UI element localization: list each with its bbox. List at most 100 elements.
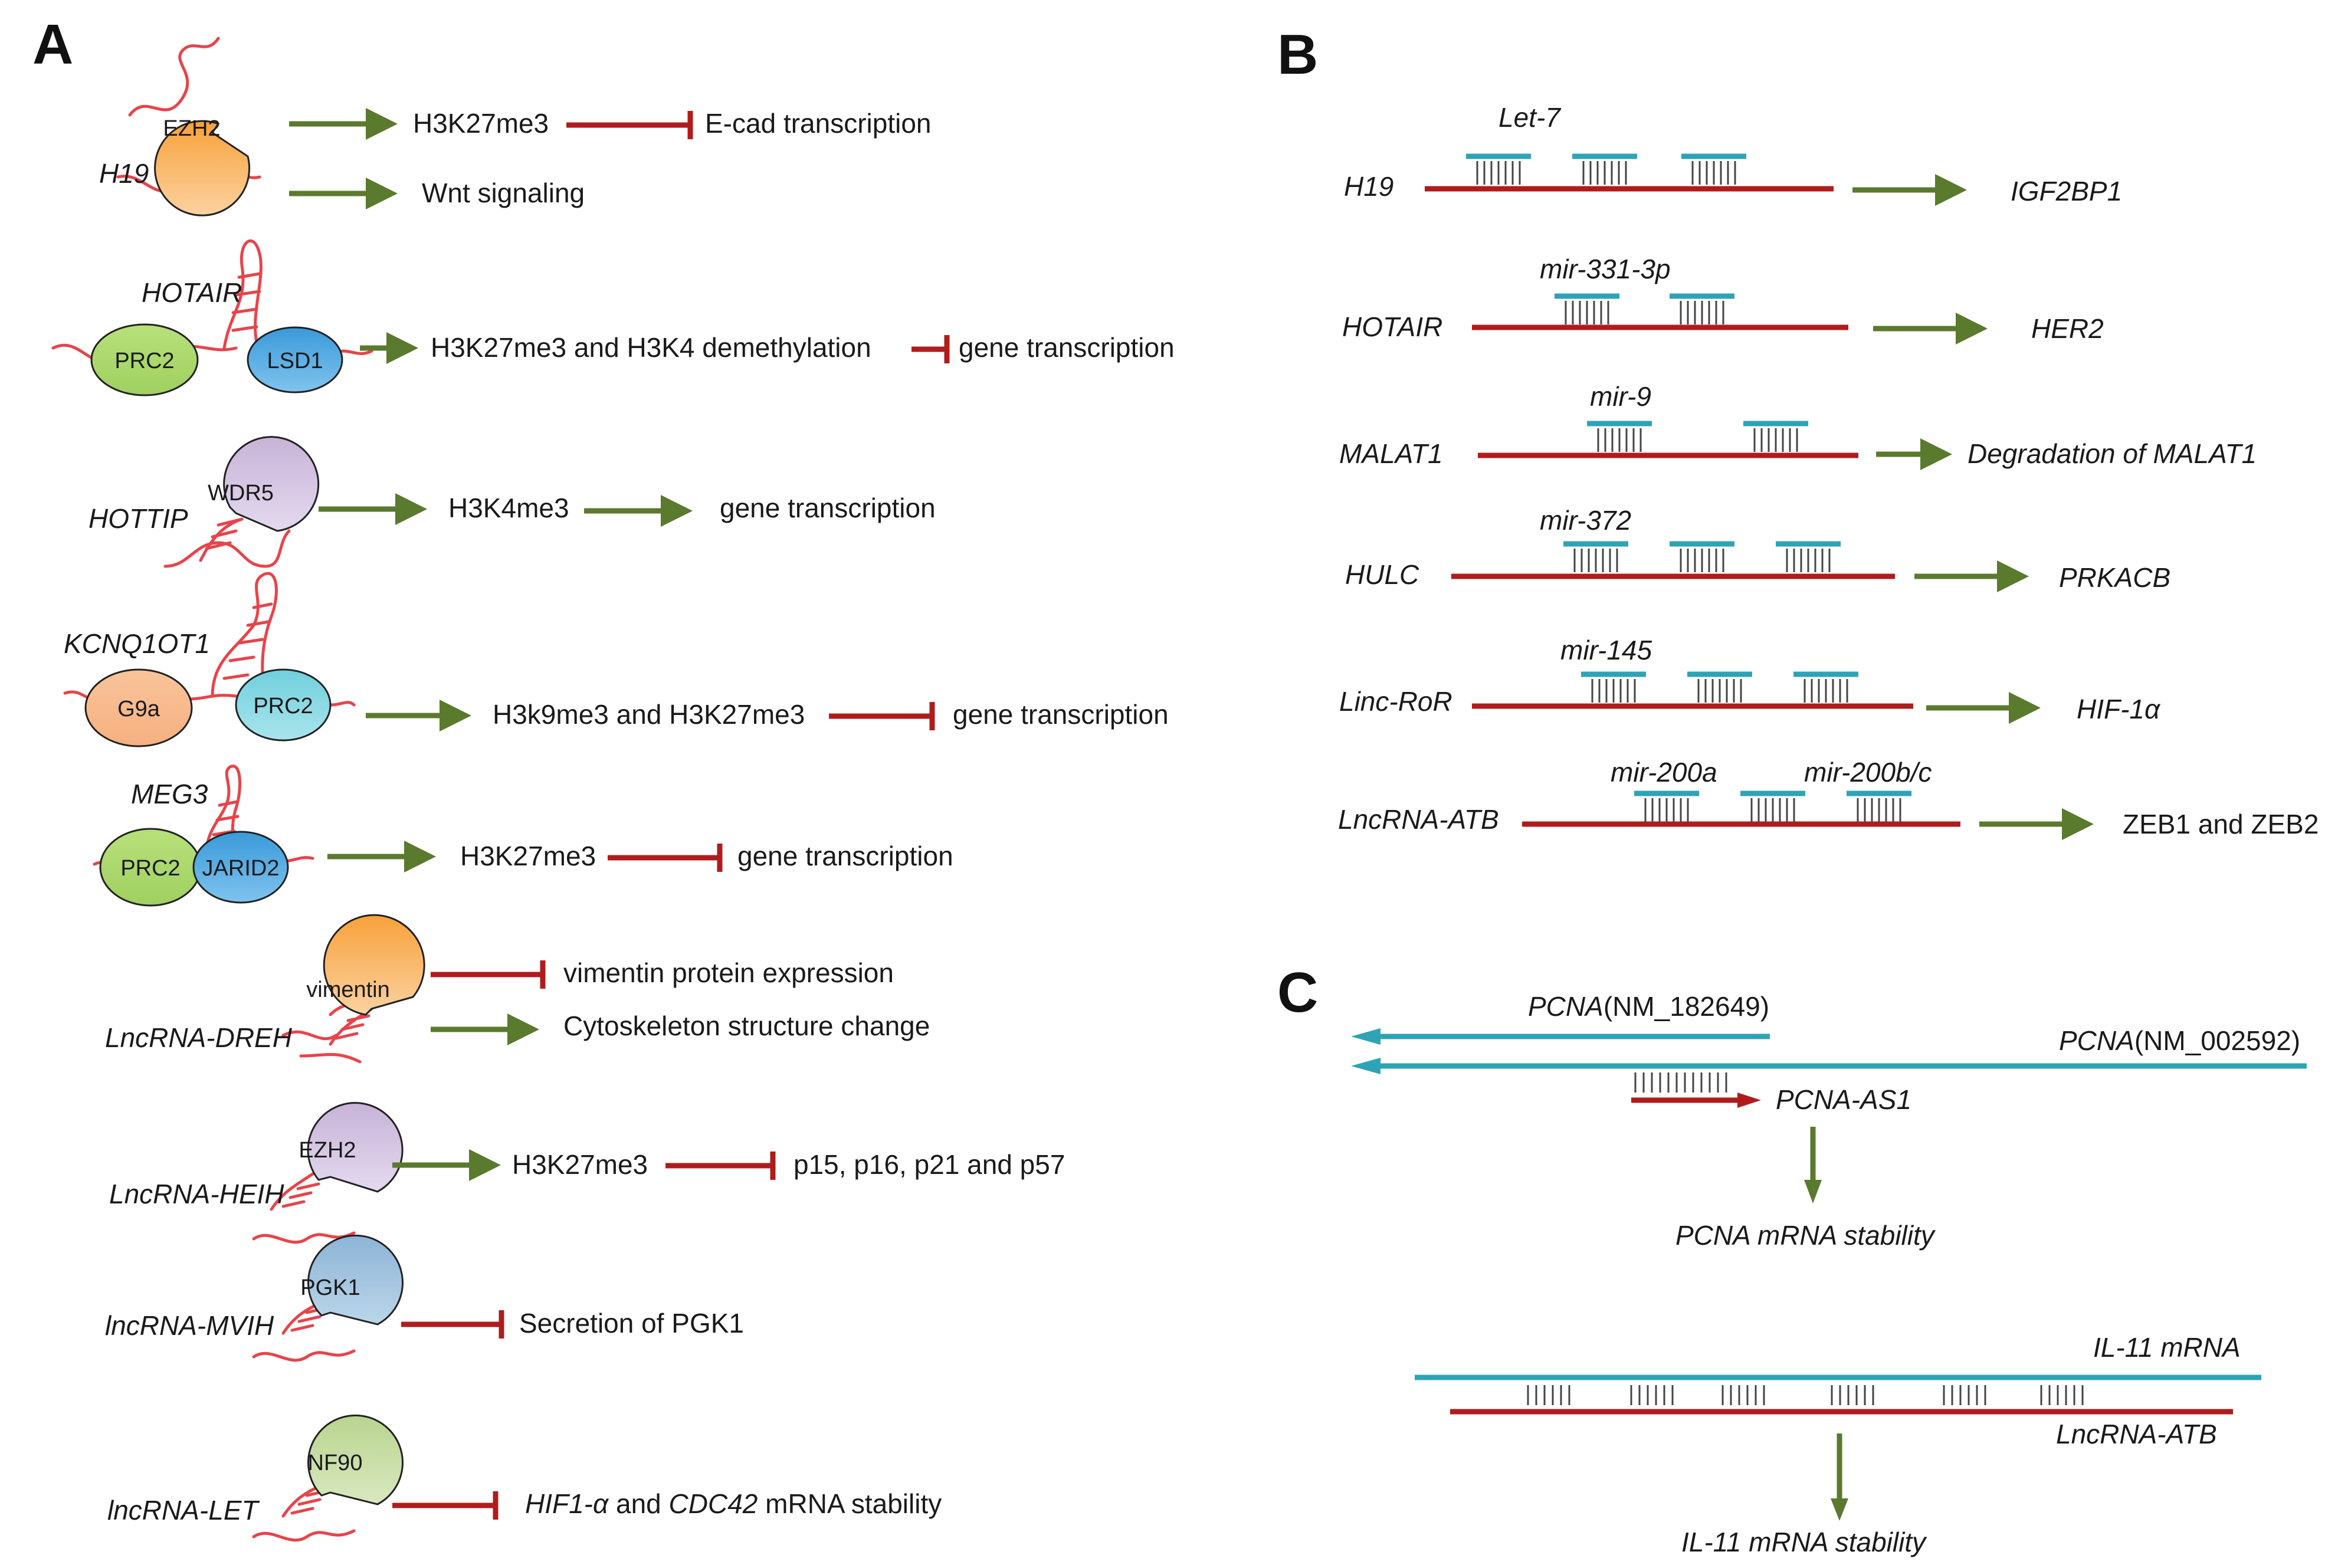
target-wnt: Wnt signaling [422,178,585,208]
target-h3k4me3: H3K4me3 [448,493,569,523]
b-lnc-lincror: Linc-RoR [1339,686,1452,717]
b-lnc-hotair: HOTAIR [1342,311,1442,342]
mirna-binding-site [1740,790,1805,822]
b-lnc-hulc: HULC [1345,559,1419,590]
b-row-hotair: HOTAIR mir-331-3p HER2 [1342,254,2104,345]
lsd1-protein-icon [247,326,343,393]
target-h3k9me3: H3k9me3 and H3K27me3 [493,699,805,730]
prc2-protein-icon [90,323,199,396]
mirna-binding-site [1847,790,1911,822]
protein-prc2-2: PRC2 [253,694,313,719]
protein-lsd1: LSD1 [267,349,323,373]
a-row-hotair: PRC2 LSD1 HOTAIR H3K27me3 and H3K4 demet… [51,239,1175,396]
b-target-her2: HER2 [2031,313,2104,344]
protein-pgk1: PGK1 [300,1275,360,1300]
b-target-zeb: ZEB1 and ZEB2 [2123,809,2319,839]
lnc-heih: LncRNA-HEIH [109,1179,284,1209]
lnc-mvih: lncRNA-MVIH [105,1310,274,1341]
c-atb-label: LncRNA-ATB [2056,1419,2217,1449]
c-pcna2-label: PCNA(NM_002592) [2059,1025,2300,1056]
mirna-binding-site [1743,421,1808,452]
protein-g9a: G9a [117,697,160,721]
lnc-meg3: MEG3 [131,779,208,809]
lnc-hotair: HOTAIR [142,277,242,308]
b-target-malat1-degradation: Degradation of MALAT1 [1968,438,2257,469]
c-result2: IL-11 mRNA stability [1681,1527,1927,1557]
nf90-protein-icon [307,1414,404,1505]
panel-label-b: B [1277,23,1318,86]
b-lnc-malat1: MALAT1 [1339,438,1443,469]
prc2-protein-icon-2 [235,668,332,742]
panel-label-c: C [1277,961,1318,1024]
mirna-binding-site [1776,541,1841,572]
b-lnc-atb: LncRNA-ATB [1338,804,1499,835]
b-lnc-h19: H19 [1344,171,1393,202]
target-h3k27me3-3: H3K27me3 [512,1149,648,1180]
protein-ezh2: EZH2 [163,116,220,141]
lnc-let: lncRNA-LET [107,1495,260,1526]
mirna-binding-site [1670,293,1734,324]
a-row-let: NF90 lncRNA-LET HIF1-α and CDC42 mRNA st… [107,1414,942,1542]
target-h3k27me3-1: H3K27me3 [413,108,549,139]
mirna-binding-site [1681,153,1746,185]
mirna-binding-site [1634,790,1699,822]
protein-vimentin: vimentin [306,977,390,1002]
lnc-dreh: LncRNA-DREH [105,1022,293,1053]
b-row-hulc: HULC mir-372 PRKACB [1345,505,2170,593]
mirna-binding-site [1670,541,1734,572]
protein-ezh2-2: EZH2 [299,1138,356,1163]
b-row-malat1: MALAT1 mir-9 Degradation of MALAT1 [1339,381,2257,470]
a-row-heih: EZH2 LncRNA-HEIH H3K27me3 p15, p16, p21 … [109,1102,1065,1244]
mirna-binding-site [1581,671,1646,703]
b-mir-372: mir-372 [1540,505,1631,536]
b-mir-145: mir-145 [1560,635,1652,665]
b-target-igf2bp1: IGF2BP1 [2011,176,2122,206]
b-mir-200bc: mir-200b/c [1804,757,1932,788]
target-gene-transcription-2: gene transcription [720,493,936,523]
b-target-hif1a: HIF-1α [2077,694,2161,724]
c-result1: PCNA mRNA stability [1675,1220,1936,1251]
b-row-lincror: Linc-RoR mir-145 HIF-1α [1339,635,2161,724]
mirna-binding-site [1793,671,1858,703]
c-pcna: PCNA(NM_182649) PCNA(NM_002592) PCNA-AS1… [1351,991,2307,1251]
panel-label-a: A [32,13,73,76]
lnc-h19: H19 [99,158,149,189]
b-mir-let7: Let-7 [1498,102,1561,133]
a-row-dreh: vimentin LncRNA-DREH vimentin protein ex… [105,914,930,1064]
b-mir-331: mir-331-3p [1540,254,1671,284]
protein-nf90: NF90 [308,1451,363,1475]
jarid2-protein-icon [192,831,289,904]
mirna-binding-site [1555,293,1619,324]
target-hif-cdc42: HIF1-α and CDC42 mRNA stability [525,1488,942,1519]
ezh2-protein-icon [154,120,251,216]
mirna-binding-site [1563,541,1628,572]
target-gene-transcription-4: gene transcription [737,841,953,871]
c-pcna-as1: PCNA-AS1 [1776,1084,1911,1115]
target-p15-p57: p15, p16, p21 and p57 [793,1149,1065,1180]
mirna-binding-site [1572,153,1637,185]
target-gene-transcription-3: gene transcription [953,699,1169,730]
b-row-h19: H19 Let-7 IGF2BP1 [1344,102,2122,206]
mirna-binding-site [1466,153,1531,185]
protein-prc2-3: PRC2 [120,856,180,881]
target-ecad: E-cad transcription [705,108,932,139]
a-row-hottip: WDR5 HOTTIP H3K4me3 gene transcription [88,436,936,568]
b-row-lncrna-atb: LncRNA-ATB mir-200a mir-200b/c ZEB1 and … [1338,757,2319,840]
target-secretion-pgk1: Secretion of PGK1 [519,1308,744,1339]
target-vimentin-expression: vimentin protein expression [563,957,894,988]
a-row-meg3: PRC2 JARID2 MEG3 H3K27me3 gene transcrip… [93,765,953,907]
ezh2-protein-icon-2 [307,1102,404,1193]
c-il11: IL-11 mRNA LncRNA-ATB IL-11 mRNA stabili… [1415,1332,2261,1557]
a-row-kcnq1ot1: G9a PRC2 KCNQ1OT1 H3k9me3 and H3K27me3 g… [63,572,1169,747]
lnc-kcnq1ot1: KCNQ1OT1 [64,628,210,659]
target-gene-transcription-1: gene transcription [959,332,1175,363]
vimentin-protein-icon [323,914,425,1016]
c-il11-label: IL-11 mRNA [2093,1332,2241,1363]
pgk1-protein-icon [307,1234,404,1326]
protein-jarid2: JARID2 [202,856,280,881]
g9a-protein-icon [84,668,193,747]
wdr5-protein-icon [223,436,320,532]
mirna-binding-site [1687,671,1752,703]
